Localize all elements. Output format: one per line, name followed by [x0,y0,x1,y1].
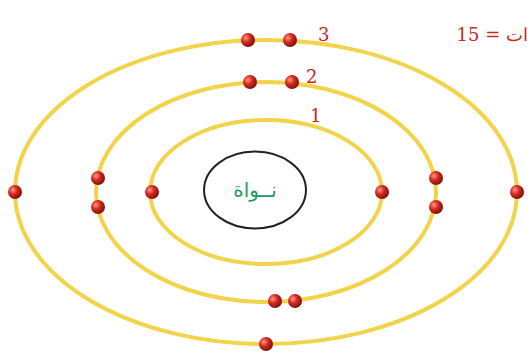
nucleus-circle: نــواة [203,150,307,230]
nucleus-label: نــواة [233,179,277,201]
shell-3 [15,40,517,344]
shell-number: 2 [306,68,317,86]
shell-number: 3 [318,26,329,44]
shell-number: 1 [310,107,321,125]
electron-count: ات = 15 [457,26,528,44]
shell-1 [150,120,382,264]
electrons [8,33,524,351]
shell-2 [96,82,436,302]
